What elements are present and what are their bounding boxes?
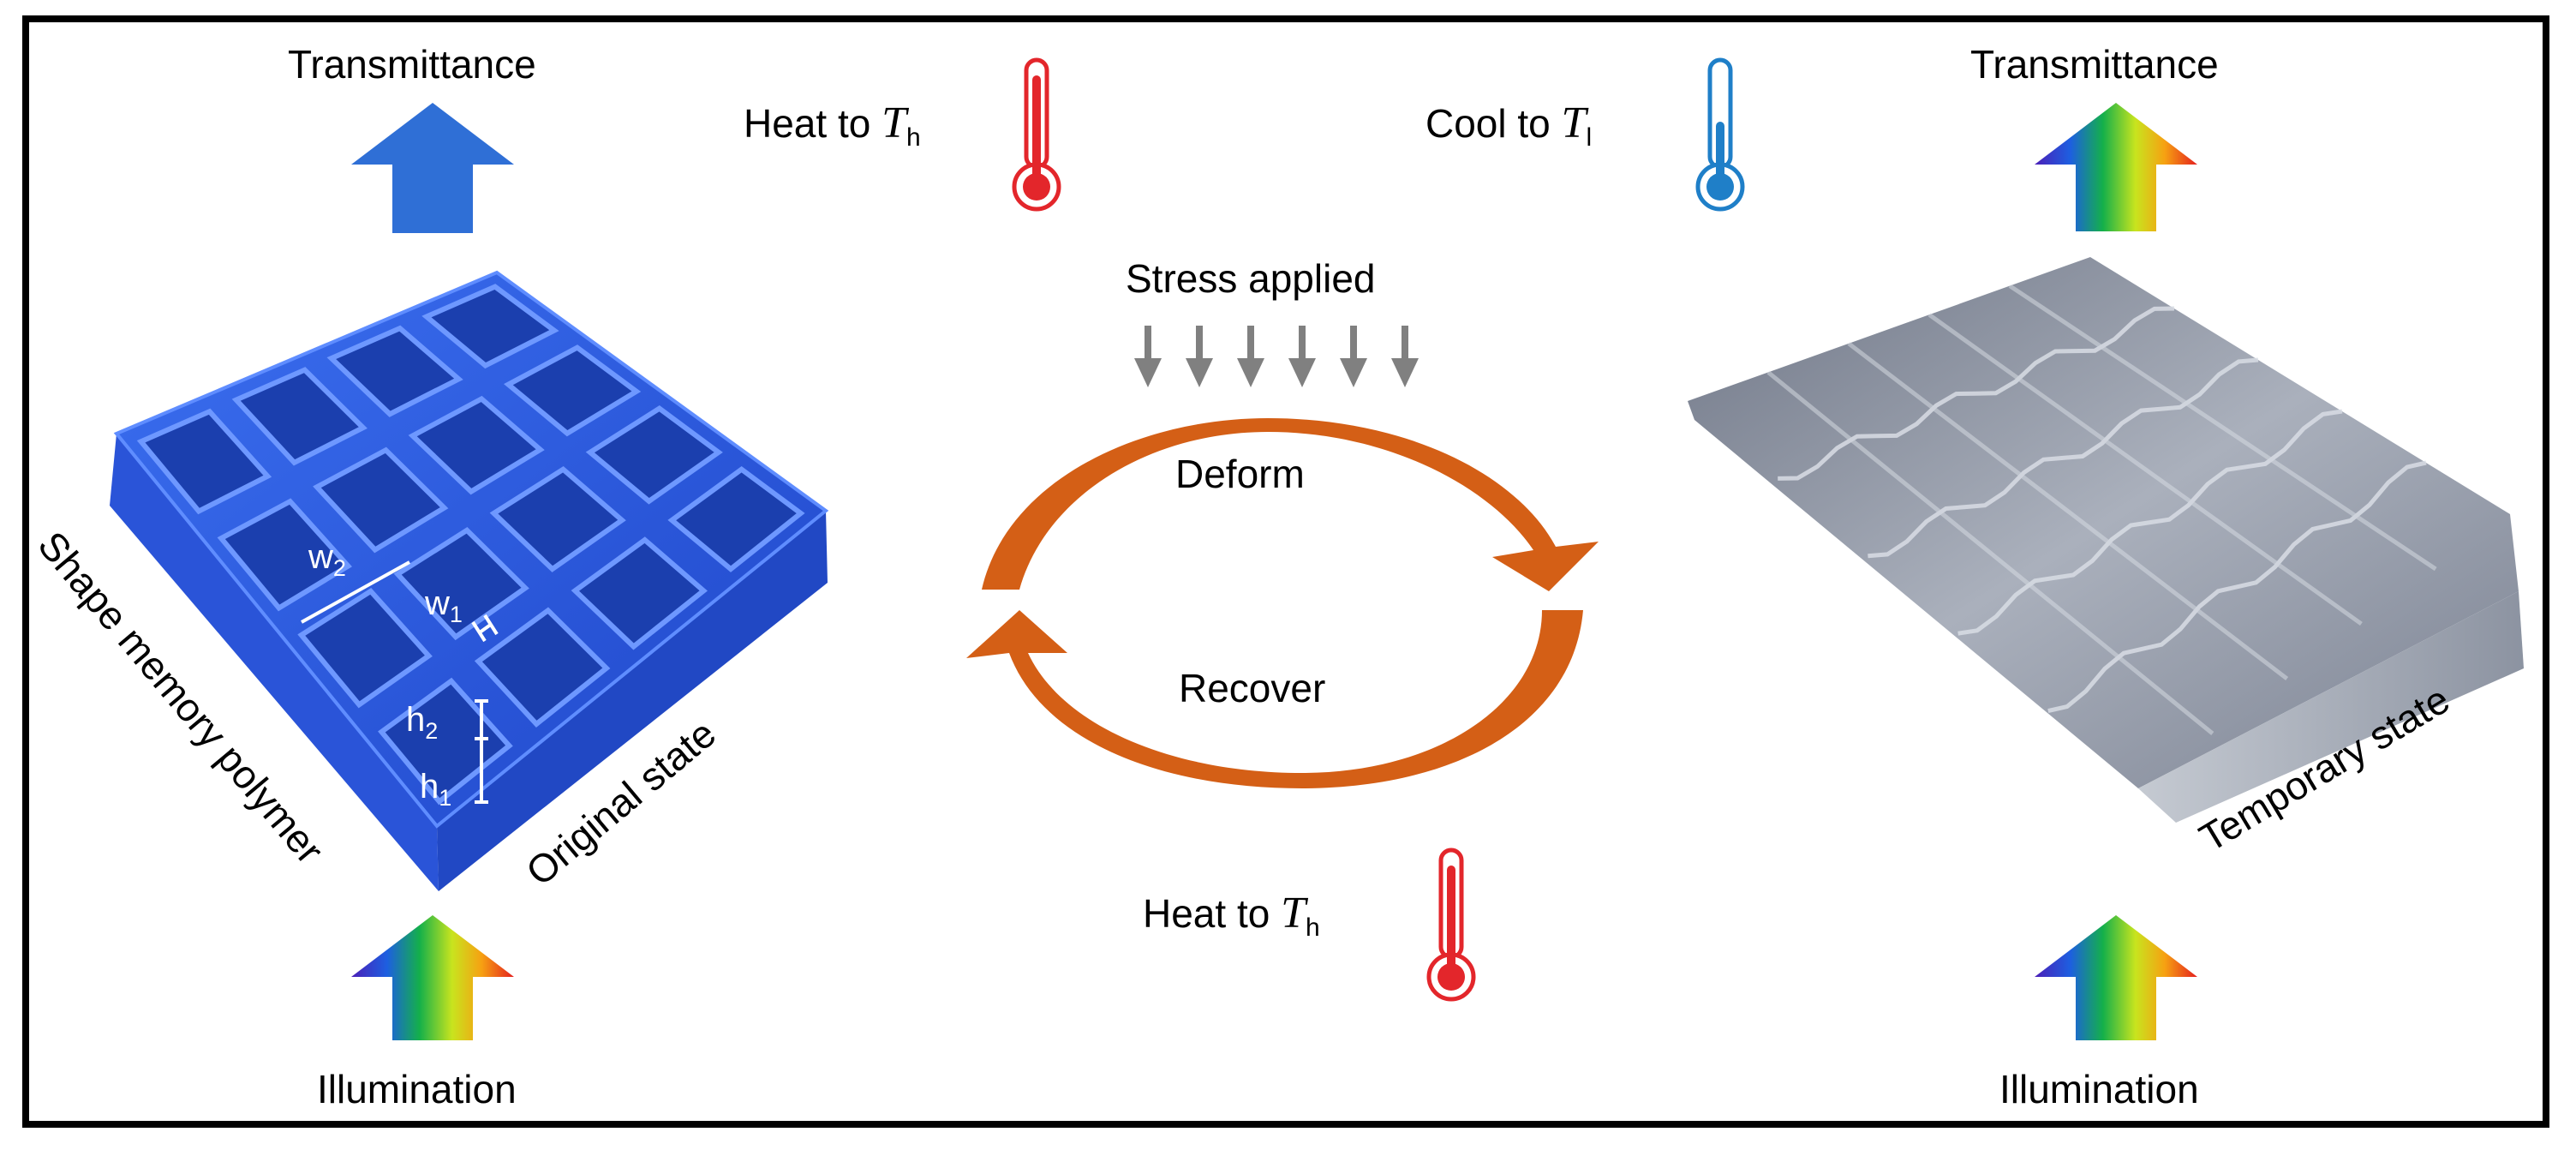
surface-ridge [1868, 357, 2259, 559]
polymer-cell [408, 395, 545, 495]
polymer-cell [326, 325, 463, 417]
figure-frame [22, 15, 2549, 1128]
recover-label: Recover [1179, 666, 1326, 710]
stress-arrows [1134, 326, 1419, 387]
temporary-state-polymer [1688, 257, 2524, 823]
transmittance-blue-arrow-icon [351, 103, 514, 233]
illumination-rainbow-arrow-right-icon [2035, 915, 2197, 1040]
polymer-cell [474, 607, 611, 728]
polymer-cell [421, 284, 559, 369]
polymer-cell [297, 588, 433, 709]
stress-arrow-icon [1340, 326, 1367, 387]
polymer-cell [231, 367, 368, 466]
polymer-cell [136, 408, 272, 515]
w2-dimension-label: w2 [308, 538, 346, 581]
illumination-rainbow-arrow-left-icon [351, 915, 514, 1040]
polymer-cell [504, 344, 642, 437]
deform-label: Deform [1175, 452, 1305, 496]
illumination-right-label: Illumination [1999, 1067, 2199, 1111]
stress-arrow-icon [1237, 326, 1264, 387]
polymer-cell [393, 527, 529, 641]
thermometer-cold-icon [1695, 57, 1745, 212]
stress-arrow-icon [1134, 326, 1162, 387]
polymer-cell [217, 498, 353, 612]
h1-dimension-label: h1 [420, 768, 452, 811]
transmittance-left-label: Transmittance [288, 42, 536, 87]
polymer-cell [667, 466, 805, 572]
original-state-polymer [110, 270, 829, 891]
polymer-cell [489, 466, 626, 572]
stress-arrow-icon [1288, 326, 1316, 387]
polymer-cell [378, 677, 513, 806]
surface-ridge [2047, 460, 2427, 714]
stress-arrow-icon [1186, 326, 1213, 387]
transmittance-rainbow-arrow-icon [2035, 103, 2197, 231]
surface-ridge [2008, 284, 2437, 572]
recover-cycle-arrow [966, 610, 1583, 788]
polymer-cell [313, 446, 449, 554]
surface-ridge [1778, 306, 2175, 481]
surface-ridge [1766, 370, 2214, 735]
w1-dimension-label: w1 [425, 584, 463, 627]
surface-ridge [1957, 409, 2343, 636]
h2-dimension-label: h2 [406, 701, 439, 744]
dimension-lines [301, 560, 499, 804]
polymer-cell [585, 405, 723, 505]
thermometer-hot-icon [1012, 57, 1061, 212]
thermometer-hot-bottom-icon [1426, 848, 1476, 1002]
illumination-left-label: Illumination [317, 1067, 517, 1111]
cool-to-tl-label: Cool to Tl [1425, 99, 1593, 153]
surface-ridge [1928, 313, 2363, 626]
heat-to-th-bottom-label: Heat to Th [1143, 889, 1320, 943]
transmittance-right-label: Transmittance [1970, 42, 2219, 87]
stress-applied-label: Stress applied [1126, 256, 1376, 301]
heat-to-th-top-label: Heat to Th [744, 99, 921, 153]
surface-ridge [1847, 341, 2289, 680]
deform-cycle-arrow [982, 418, 1599, 591]
polymer-cell [571, 536, 708, 650]
stress-arrow-icon [1391, 326, 1419, 387]
